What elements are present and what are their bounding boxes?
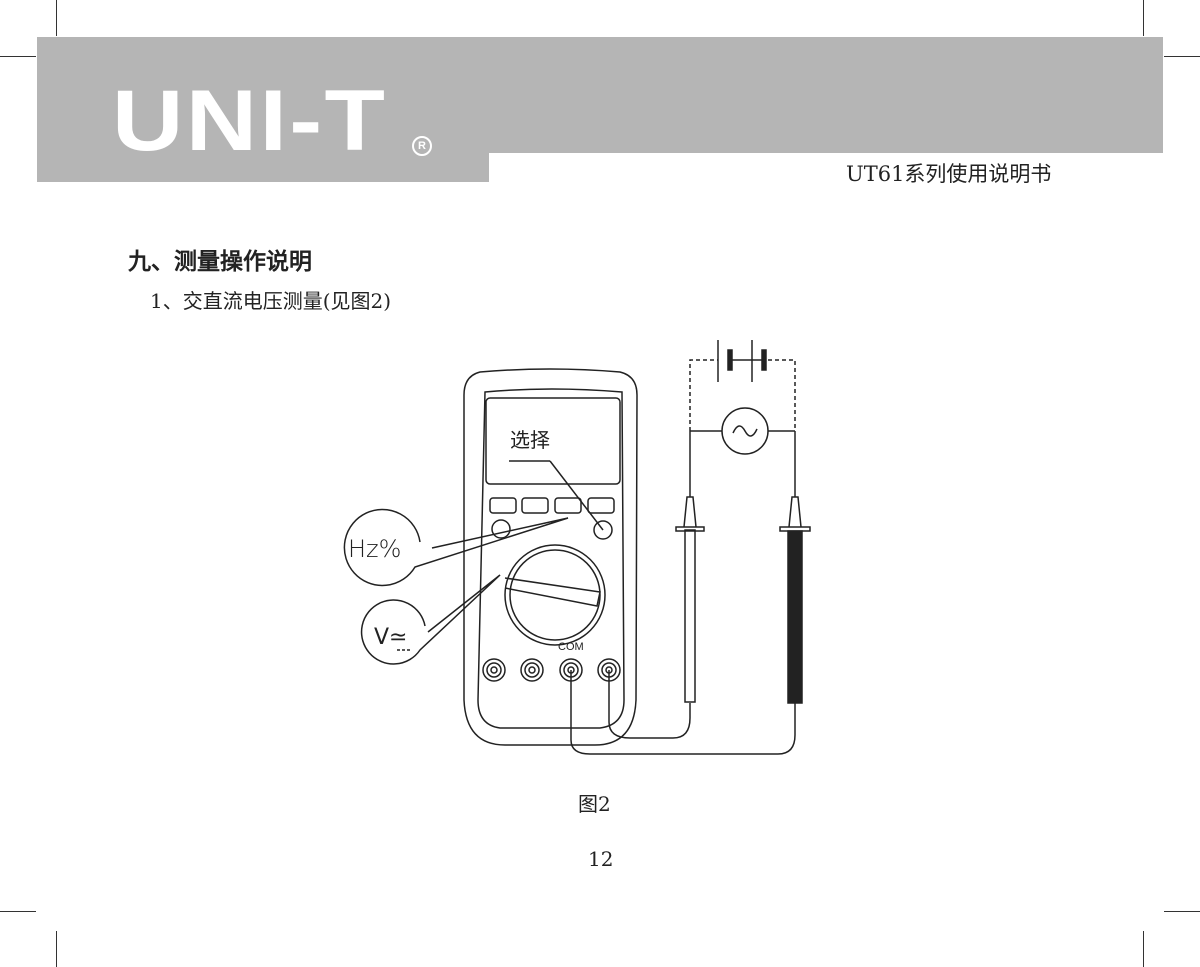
subsection-heading: 1、交直流电压测量(见图2): [150, 289, 392, 313]
crop-mark: [0, 56, 36, 57]
meter-outer-case: [463, 368, 638, 746]
input-jacks: [482, 658, 621, 682]
meter-inner-case: [477, 388, 625, 729]
v-lead: [608, 670, 691, 739]
function-button: [587, 497, 615, 514]
rotary-dial: [504, 544, 606, 646]
com-lead: [570, 670, 796, 755]
volt-ac-dc-label: V≃: [374, 625, 408, 650]
function-button: [489, 497, 517, 514]
figure-caption: 图2: [578, 792, 611, 816]
crop-mark: [1164, 911, 1200, 912]
registered-mark: R: [412, 136, 432, 156]
function-button: [521, 497, 549, 514]
document-title: UT61系列使用说明书: [846, 162, 1052, 186]
v-callout: [360, 574, 501, 665]
header-band: [37, 37, 1163, 153]
probe-red: [684, 529, 696, 703]
round-button: [491, 519, 511, 539]
battery-icon: [727, 349, 733, 371]
ac-source-icon: [721, 407, 769, 455]
lcd-screen: [485, 397, 621, 485]
crop-mark: [1143, 931, 1144, 967]
select-button: [593, 520, 613, 540]
crop-mark: [1143, 0, 1144, 36]
crop-mark: [56, 931, 57, 967]
function-button: [554, 497, 582, 514]
crop-mark: [56, 0, 57, 36]
header-band-tab: [37, 150, 489, 182]
hz-percent-label: Hz%: [348, 535, 402, 563]
probe-black: [787, 530, 803, 704]
section-heading: 九、测量操作说明: [128, 249, 312, 275]
hz-callout: [343, 508, 569, 587]
brand-logo: UNI-T: [112, 73, 388, 169]
crop-mark: [0, 911, 36, 912]
com-label: COM: [558, 641, 584, 653]
crop-mark: [1164, 56, 1200, 57]
select-label: 选择: [510, 428, 550, 452]
page-number: 12: [588, 847, 614, 871]
